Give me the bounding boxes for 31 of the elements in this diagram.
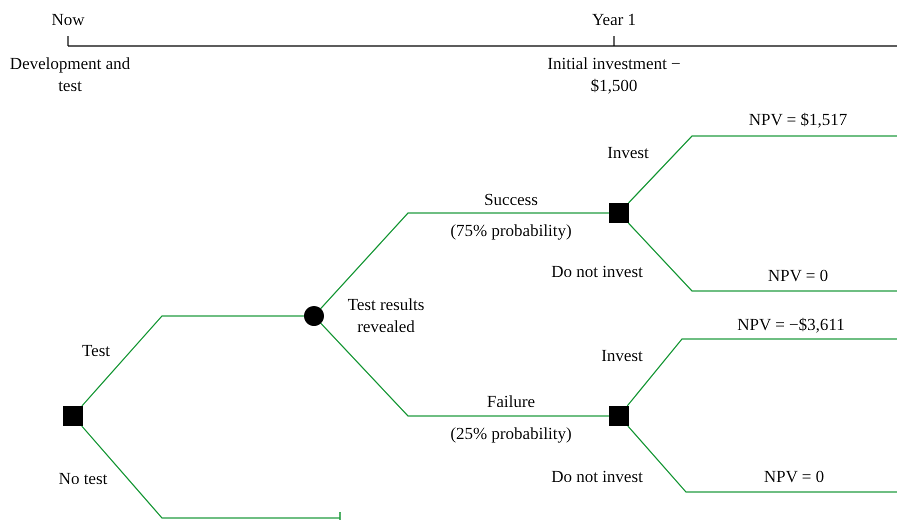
edge-label: Do not invest [551,466,643,488]
edge-label: Failure [486,391,536,413]
edge-label: Invest [601,345,643,367]
tree-branch [81,315,304,406]
decision-square [63,406,83,426]
edge-label: Test [82,340,110,362]
npv-label: NPV = 0 [764,466,824,488]
tree-branch [628,222,897,292]
npv-label: NPV = 0 [768,265,828,287]
edge-label: Success [484,189,538,211]
probability-label: (75% probability) [450,220,572,242]
tree-branch [320,212,609,310]
tree-branch [627,426,897,493]
tree-branch [628,135,897,204]
decision-square [609,203,629,223]
chance-circle [304,306,324,326]
tree-branch [626,338,897,406]
edge-label: No test [58,468,108,490]
time-label: Year 1 [592,9,636,31]
phase-label: Initial investment −$1,500 [546,53,682,97]
phase-label: Development and test [8,53,132,97]
time-label: Now [51,9,85,31]
npv-label: NPV = $1,517 [748,109,848,131]
edge-label: Invest [607,142,649,164]
edge-label: Do not invest [551,261,643,283]
node-caption: Test results revealed [346,294,426,338]
tree-branch [320,322,609,417]
npv-label: NPV = −$3,611 [737,314,845,336]
tree-branch [81,426,341,520]
decision-square [609,406,629,426]
probability-label: (25% probability) [450,423,572,445]
